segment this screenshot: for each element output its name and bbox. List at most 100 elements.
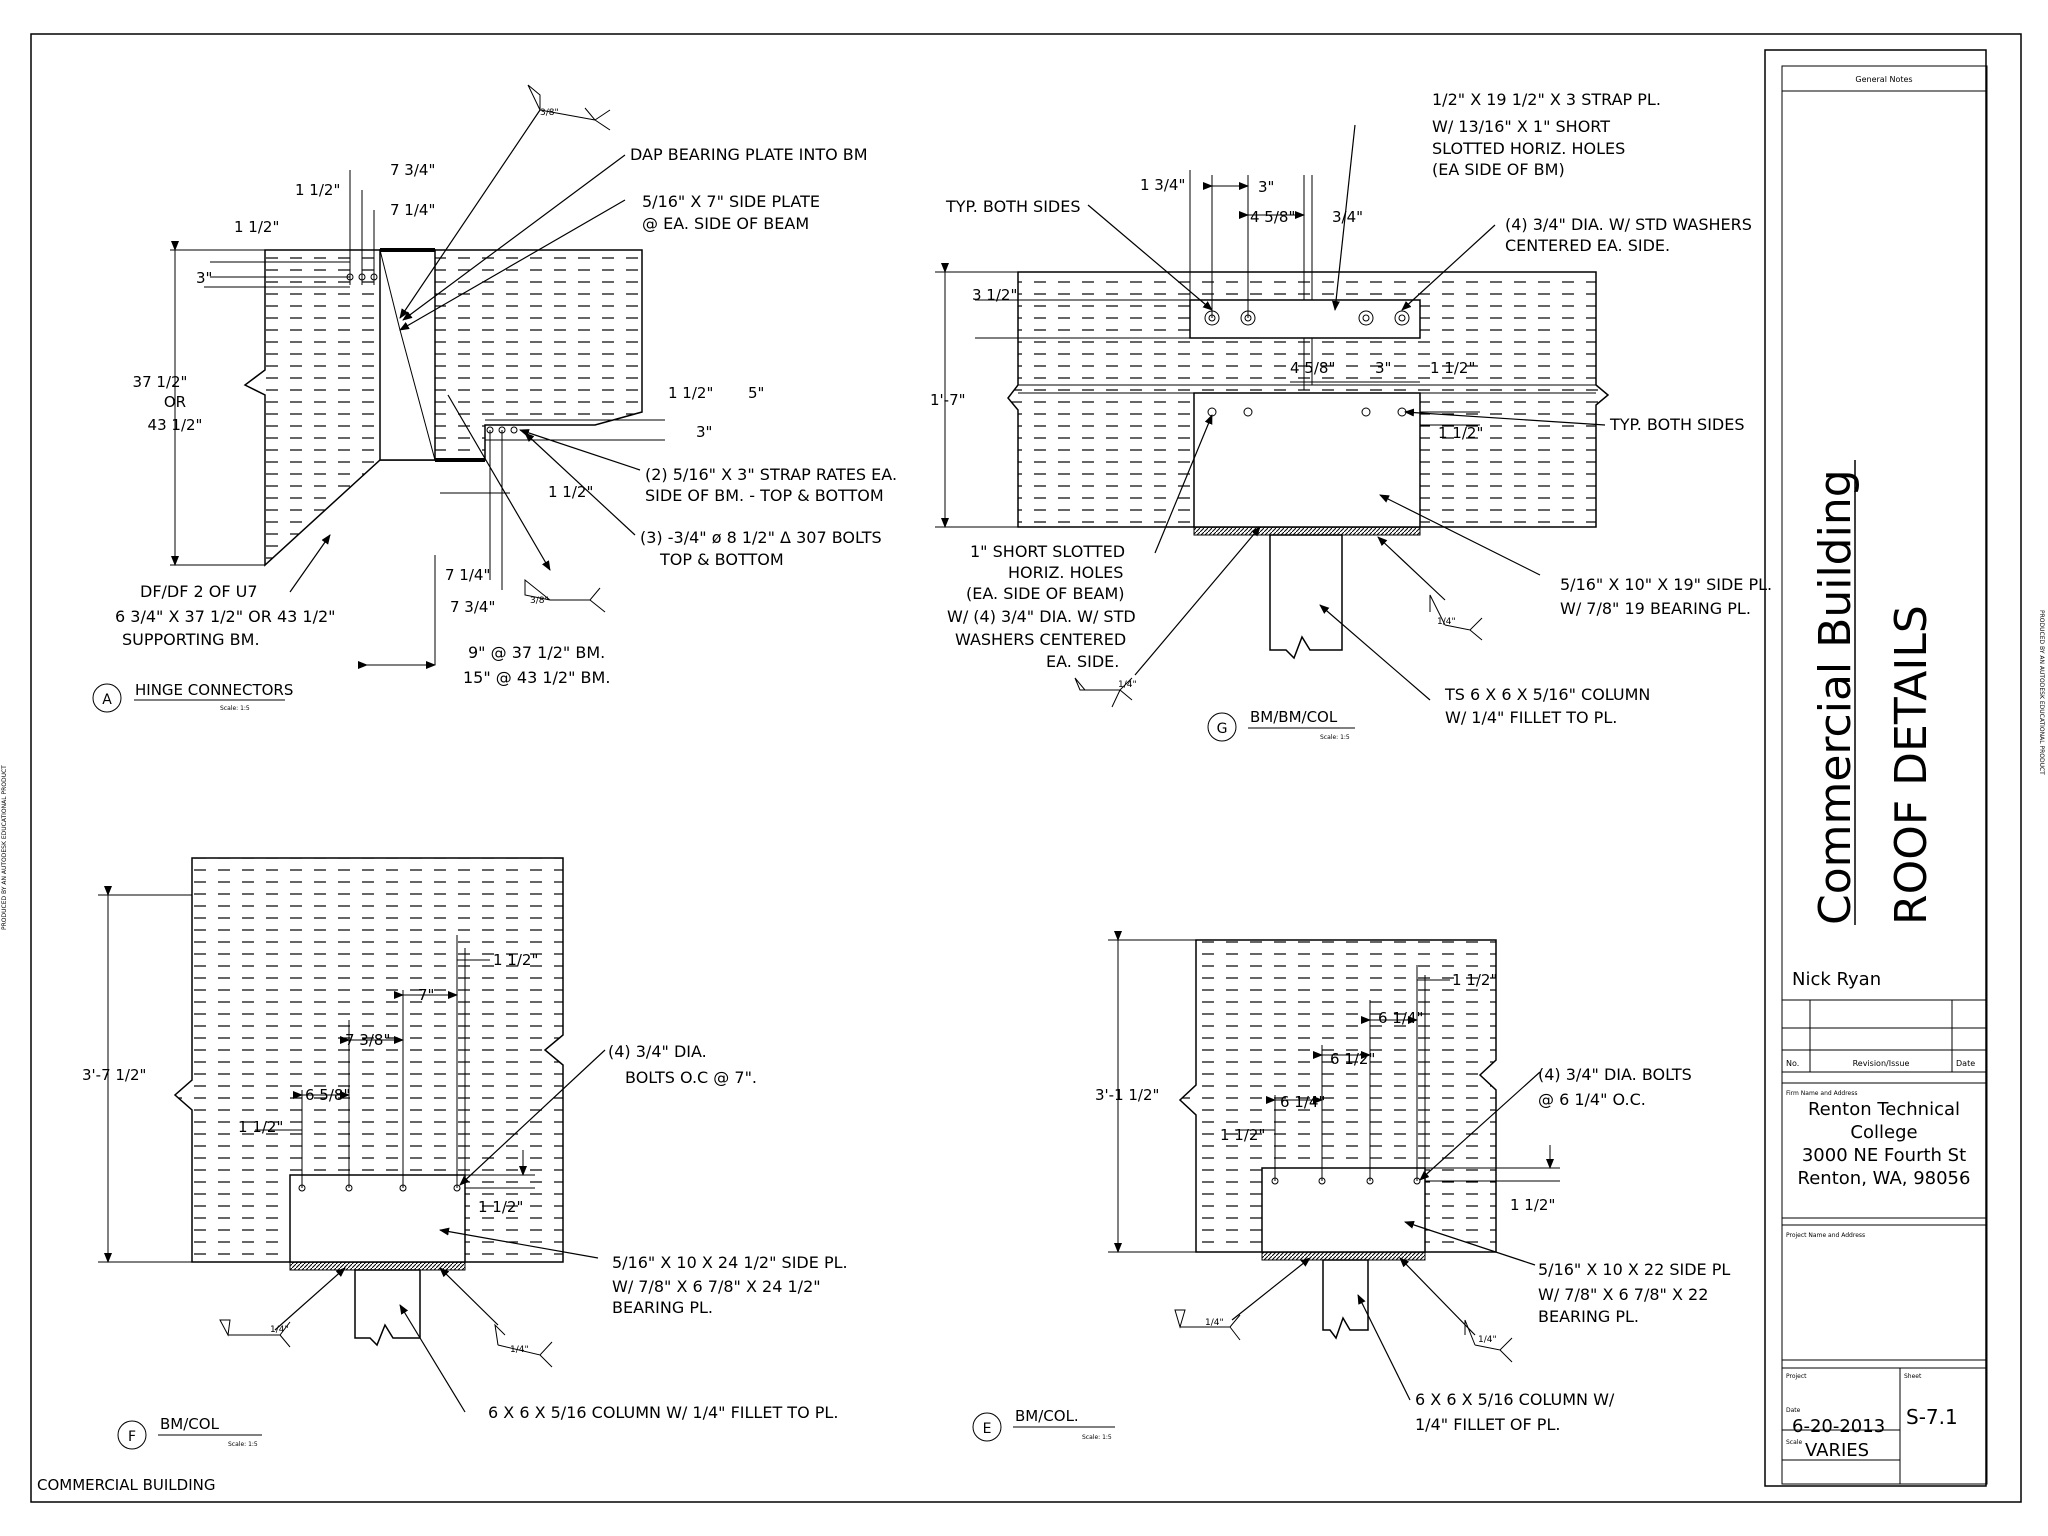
detail-g-note-col-1: TS 6 X 6 X 5/16" COLUMN bbox=[1444, 685, 1650, 704]
detail-a-height-2: OR bbox=[164, 393, 186, 411]
scale-label: Scale bbox=[1786, 1439, 1802, 1446]
detail-g-side-plate bbox=[1193, 392, 1421, 528]
detail-a-dim-7: 5" bbox=[748, 384, 764, 402]
detail-g-height-1: 1'-7" bbox=[930, 391, 966, 409]
detail-f-note-dia-2: BOLTS O.C @ 7". bbox=[625, 1068, 757, 1087]
detail-a-dim-2: 7 3/4" bbox=[390, 161, 435, 179]
detail-e-dim-4: 6 1/4" bbox=[1280, 1093, 1325, 1111]
detail-f-note-side-1: 5/16" X 10 X 24 1/2" SIDE PL. bbox=[612, 1253, 848, 1272]
detail-g-dim-1: 1 3/4" bbox=[1140, 176, 1185, 194]
detail-g-strap-plate bbox=[1189, 299, 1421, 339]
detail-a-note-df-1: DF/DF 2 OF U7 bbox=[140, 582, 258, 601]
detail-e-column bbox=[1322, 1259, 1369, 1340]
detail-g-note-slot-4: W/ (4) 3/4" DIA. W/ STD bbox=[947, 607, 1136, 626]
detail-e-callout-circle bbox=[972, 1412, 1002, 1442]
detail-g-dim-8: 1 1/2" bbox=[1430, 359, 1475, 377]
detail-e-dim-1: 1 1/2" bbox=[1452, 971, 1497, 989]
rev-header-no: No. bbox=[1786, 1059, 1799, 1068]
detail-a-note-bolts-1: (3) -3/4" ø 8 1/2" Δ 307 BOLTS bbox=[640, 528, 882, 547]
detail-f-callout-circle bbox=[117, 1420, 147, 1450]
detail-a-dim-1: 1 1/2" bbox=[295, 181, 340, 199]
detail-g-note-typ-2: TYP. BOTH SIDES bbox=[1609, 415, 1745, 434]
detail-a-note-strap-1: (2) 5/16" X 3" STRAP RATES EA. bbox=[645, 465, 897, 484]
footer-project-label: COMMERCIAL BUILDING bbox=[37, 1476, 215, 1494]
detail-e-dim-5: 1 1/2" bbox=[1220, 1126, 1265, 1144]
detail-f-dim-1: 1 1/2" bbox=[493, 951, 538, 969]
detail-f-note-dia-1: (4) 3/4" DIA. bbox=[608, 1042, 707, 1061]
detail-g-note-strap-2: W/ 13/16" X 1" SHORT bbox=[1432, 117, 1610, 136]
firm-line-3: 3000 NE Fourth St bbox=[1802, 1145, 1966, 1166]
detail-e-note-col-2: 1/4" FILLET OF PL. bbox=[1415, 1415, 1560, 1434]
detail-a-dim-3: 7 1/4" bbox=[390, 201, 435, 219]
detail-g-note-strap-1: 1/2" X 19 1/2" X 3 STRAP PL. bbox=[1432, 90, 1661, 109]
detail-f-note-side-3: BEARING PL. bbox=[612, 1298, 713, 1317]
detail-e-note-col-1: 6 X 6 X 5/16 COLUMN W/ bbox=[1415, 1390, 1615, 1409]
detail-f-height-1: 3'-7 1/2" bbox=[82, 1066, 146, 1084]
detail-g: 1/4" 1/4" 1 3/4" 3" 4 5/8" 3/4" 3 1/2" 1… bbox=[930, 90, 1772, 742]
detail-e-note-dia-2: @ 6 1/4" O.C. bbox=[1538, 1090, 1646, 1109]
detail-g-note-typ-1: TYP. BOTH SIDES bbox=[945, 197, 1081, 216]
detail-a-note-df-3: SUPPORTING BM. bbox=[122, 630, 260, 649]
detail-e-note-side-3: BEARING PL. bbox=[1538, 1307, 1639, 1326]
detail-f-scale: Scale: 1:5 bbox=[228, 1441, 258, 1448]
detail-a-note-bm-2: 15" @ 43 1/2" BM. bbox=[463, 668, 610, 687]
sheet-title: ROOF DETAILS bbox=[1886, 605, 1937, 925]
detail-g-bearing-plate bbox=[1193, 526, 1421, 536]
detail-f-dim-6: 1 1/2" bbox=[478, 1198, 523, 1216]
detail-a-dim-5: 3" bbox=[196, 269, 212, 287]
detail-g-letter: G bbox=[1217, 721, 1228, 737]
detail-f-weld-1: 1/4" bbox=[270, 1325, 289, 1335]
scale-value: VARIES bbox=[1805, 1440, 1869, 1461]
detail-e-side-plate bbox=[1261, 1167, 1426, 1253]
detail-g-note-dia-1: (4) 3/4" DIA. W/ STD WASHERS bbox=[1505, 215, 1752, 234]
detail-f: 1/4" 1/4" 3'-7 1/2" 1 1/2" 7" 7 3/8" 6 5… bbox=[82, 857, 848, 1450]
detail-e-letter: E bbox=[983, 1421, 992, 1437]
detail-f-dim-4: 6 5/8" bbox=[305, 1086, 350, 1104]
detail-g-scale: Scale: 1:5 bbox=[1320, 734, 1350, 741]
detail-g-callout-circle bbox=[1207, 712, 1237, 742]
detail-g-dim-9: 1 1/2" bbox=[1438, 424, 1483, 442]
detail-a-note-dap: DAP BEARING PLATE INTO BM bbox=[630, 145, 868, 164]
detail-e-dim-2: 6 1/4" bbox=[1378, 1009, 1423, 1027]
detail-a-note-bolts-2: TOP & BOTTOM bbox=[659, 550, 784, 569]
detail-a-dim-11: 7 3/4" bbox=[450, 598, 495, 616]
detail-e-weld-2: 1/4" bbox=[1478, 1335, 1497, 1345]
detail-f-letter: F bbox=[128, 1429, 136, 1445]
detail-g-column bbox=[1269, 534, 1343, 660]
detail-f-bearing-plate bbox=[289, 1261, 466, 1271]
detail-f-dim-5: 1 1/2" bbox=[238, 1118, 283, 1136]
project-title: Commercial Building bbox=[1810, 469, 1861, 925]
detail-g-note-slot-5: WASHERS CENTERED bbox=[955, 630, 1126, 649]
detail-e-dim-3: 6 1/2" bbox=[1330, 1050, 1375, 1068]
detail-g-dim-3: 4 5/8" bbox=[1250, 208, 1295, 226]
detail-a-callout-circle bbox=[92, 683, 122, 713]
detail-a-height-3: 43 1/2" bbox=[148, 416, 203, 434]
detail-f-beam bbox=[173, 857, 564, 1263]
detail-e-note-side-2: W/ 7/8" X 6 7/8" X 22 bbox=[1538, 1285, 1708, 1304]
detail-g-note-slot-6: EA. SIDE. bbox=[1046, 652, 1119, 671]
project-label: Project bbox=[1786, 1373, 1807, 1380]
detail-a-letter: A bbox=[102, 692, 112, 708]
detail-a-dim-4: 1 1/2" bbox=[234, 218, 279, 236]
detail-g-weld-1: 1/4" bbox=[1118, 680, 1137, 690]
detail-e-scale: Scale: 1:5 bbox=[1082, 1434, 1112, 1441]
rev-header-revision: Revision/Issue bbox=[1853, 1059, 1910, 1068]
sheet-border bbox=[30, 33, 2022, 1503]
detail-g-note-side-2: W/ 7/8" 19 BEARING PL. bbox=[1560, 599, 1751, 618]
detail-a-dim-8: 3" bbox=[696, 423, 712, 441]
detail-g-dim-6: 4 5/8" bbox=[1290, 359, 1335, 377]
project-name-label: Project Name and Address bbox=[1786, 1232, 1865, 1239]
date-label: Date bbox=[1786, 1407, 1801, 1414]
detail-f-weld-2: 1/4" bbox=[510, 1345, 529, 1355]
detail-g-dim-5: 3 1/2" bbox=[972, 286, 1017, 304]
detail-g-title: BM/BM/COL bbox=[1250, 708, 1338, 726]
right-margin-note: PRODUCED BY AN AUTODESK EDUCATIONAL PROD… bbox=[2038, 610, 2045, 775]
detail-a-dim-10: 7 1/4" bbox=[445, 566, 490, 584]
detail-f-dim-2: 7" bbox=[418, 986, 434, 1004]
detail-a-note-side-plate-1: 5/16" X 7" SIDE PLATE bbox=[642, 192, 820, 211]
detail-f-note-col: 6 X 6 X 5/16 COLUMN W/ 1/4" FILLET TO PL… bbox=[488, 1403, 838, 1422]
general-notes-label: General Notes bbox=[1855, 75, 1912, 84]
firm-line-2: College bbox=[1850, 1122, 1917, 1143]
detail-g-note-slot-2: HORIZ. HOLES bbox=[1008, 563, 1123, 582]
designer-name: Nick Ryan bbox=[1792, 969, 1881, 990]
